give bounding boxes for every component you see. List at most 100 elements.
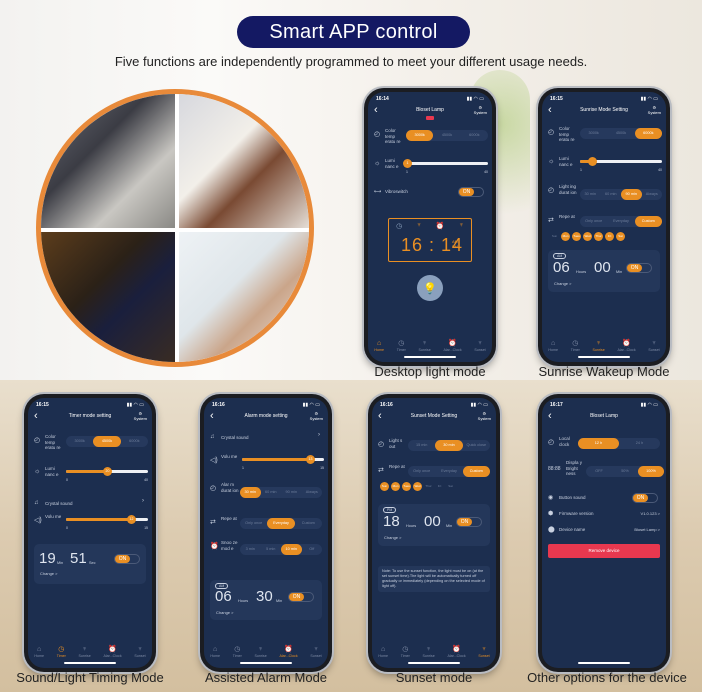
tab-home[interactable]: ⌂Home <box>34 646 44 658</box>
tab-timer[interactable]: ◷Timer <box>397 340 406 352</box>
tab-home[interactable]: ⌂Home <box>374 340 384 352</box>
duration-90[interactable]: 90 min <box>285 490 297 494</box>
color-temp-3000k[interactable]: 3000k <box>406 130 434 141</box>
repeat-custom[interactable]: Custom <box>462 466 490 477</box>
repeat-custom[interactable]: Custom <box>634 216 662 227</box>
alarm-toggle[interactable]: ON <box>288 592 314 602</box>
tab-timer[interactable]: ◷Timer <box>233 646 242 658</box>
back-icon[interactable]: ‹ <box>210 410 214 422</box>
tab-sunset[interactable]: ♆Sunset <box>478 646 489 658</box>
slider-knob[interactable]: 12 <box>127 515 136 524</box>
day-fri[interactable]: Fri <box>605 232 614 241</box>
day-fri[interactable]: Fri <box>437 484 442 488</box>
change-link[interactable]: Change > <box>554 281 572 286</box>
color-temp-4500k[interactable]: 4500k <box>615 131 627 135</box>
tab-home[interactable]: ⌂Home <box>548 340 558 352</box>
day-wed[interactable]: Wed <box>413 482 422 491</box>
tab-timer[interactable]: ◷Timer <box>401 646 410 658</box>
color-temp-3000k[interactable]: 3000k <box>588 131 599 135</box>
tab-timer[interactable]: ◷Timer <box>57 646 66 658</box>
day-sun[interactable]: Sun <box>380 482 389 491</box>
tab-alarm-clock[interactable]: ⏰Alar...Clock <box>279 646 297 658</box>
timer-toggle[interactable]: ON <box>114 554 140 564</box>
duration-60[interactable]: 60 min <box>605 192 617 196</box>
duration-60[interactable]: 60 min <box>265 490 277 494</box>
volume-slider[interactable]: 12 0 15 <box>66 515 148 530</box>
slider-knob[interactable]: 13 <box>306 455 315 464</box>
sunset-toggle[interactable]: ON <box>456 517 482 527</box>
color-temp-6000k[interactable]: 6000k <box>129 439 140 443</box>
system-button[interactable]: ⚙System <box>310 411 323 421</box>
volume-slider[interactable]: 13 1 15 <box>242 455 324 470</box>
brightness-100[interactable]: 100% <box>638 466 664 477</box>
snooze-off[interactable]: Off <box>309 547 315 551</box>
tab-sunset[interactable]: ♆Sunset <box>474 340 485 352</box>
tab-sunset[interactable]: ♆Sunset <box>648 340 659 352</box>
duration-always[interactable]: Always <box>305 490 318 494</box>
day-wed[interactable]: Wed <box>583 232 592 241</box>
luminance-slider[interactable]: 1 1 40 <box>403 159 488 174</box>
tab-sunrise[interactable]: ♆Sunrise <box>79 646 91 658</box>
repeat-once[interactable]: Only once <box>413 469 431 473</box>
change-link[interactable]: Change > <box>40 571 58 576</box>
tab-home[interactable]: ⌂Home <box>210 646 220 658</box>
day-sat[interactable]: Sat <box>616 232 625 241</box>
tab-timer[interactable]: ◷Timer <box>571 340 580 352</box>
duration-always[interactable]: Always <box>645 192 658 196</box>
day-mon[interactable]: Mon <box>561 232 570 241</box>
slider-knob[interactable]: 20 <box>103 467 112 476</box>
back-icon[interactable]: ‹ <box>548 410 552 422</box>
snooze-5[interactable]: 5 min <box>266 547 276 551</box>
snooze-10[interactable]: 10 min <box>281 544 302 555</box>
tab-sunrise[interactable]: ♆Sunrise <box>423 646 435 658</box>
sunrise-toggle[interactable]: ON <box>626 263 652 273</box>
change-link[interactable]: Change > <box>384 535 402 540</box>
snooze-3[interactable]: 3 min <box>245 547 255 551</box>
day-sat[interactable]: Sat <box>448 484 453 488</box>
tab-sunrise[interactable]: ♆Sunrise <box>419 340 431 352</box>
repeat-once[interactable]: Only once <box>245 521 263 525</box>
tab-sunrise[interactable]: ♆Sunrise <box>593 340 605 352</box>
day-thur[interactable]: Thur <box>425 484 432 488</box>
day-mon[interactable]: Mon <box>391 482 400 491</box>
tab-sunrise[interactable]: ♆Sunrise <box>255 646 267 658</box>
tab-alarm-clock[interactable]: ⏰Alar...Clock <box>103 646 121 658</box>
back-icon[interactable]: ‹ <box>374 104 378 116</box>
duration-30[interactable]: 30 min <box>584 192 596 196</box>
button-sound-toggle[interactable]: ON <box>632 493 658 503</box>
day-sun[interactable]: Sun <box>551 234 558 238</box>
sound-row[interactable]: ♫ Crystal sound › <box>210 432 322 444</box>
color-temp-6000k[interactable]: 6000k <box>469 133 480 137</box>
day-tues[interactable]: Tues <box>572 232 581 241</box>
system-button[interactable]: ⚙System <box>134 411 147 421</box>
duration-90[interactable]: 90 min <box>621 189 642 200</box>
system-button[interactable]: ⚙System <box>474 105 487 115</box>
brightness-off[interactable]: OFF <box>595 469 603 473</box>
color-temp-3000k[interactable]: 3000k <box>74 439 85 443</box>
repeat-once[interactable]: Only once <box>585 219 603 223</box>
system-button[interactable]: ⚙System <box>478 411 491 421</box>
tab-sunset[interactable]: ♆Sunset <box>134 646 145 658</box>
repeat-everyday[interactable]: Everyday <box>267 518 295 529</box>
back-icon[interactable]: ‹ <box>34 410 38 422</box>
back-icon[interactable]: ‹ <box>378 410 382 422</box>
duration-30[interactable]: 30 min <box>240 487 261 498</box>
color-temp-4500k[interactable]: 4500k <box>93 436 121 447</box>
clock-12h[interactable]: 12 h <box>578 438 619 449</box>
tab-home[interactable]: ⌂Home <box>378 646 388 658</box>
repeat-everyday[interactable]: Everyday <box>441 469 457 473</box>
repeat-custom[interactable]: Custom <box>301 521 315 525</box>
luminance-slider[interactable]: 1 40 <box>580 157 662 172</box>
slider-knob[interactable]: 1 <box>403 159 412 168</box>
color-temp-4500k[interactable]: 4500k <box>441 133 453 137</box>
clock-24h[interactable]: 24 h <box>635 441 644 445</box>
light-bulb-button[interactable]: 💡 <box>417 275 443 301</box>
color-temp-6000k[interactable]: 6000k <box>634 128 662 139</box>
tab-alarm-clock[interactable]: ⏰Alar...Clock <box>617 340 635 352</box>
tab-alarm-clock[interactable]: ⏰Alar...Clock <box>447 646 465 658</box>
tab-sunset[interactable]: ♆Sunset <box>310 646 321 658</box>
repeat-everyday[interactable]: Everyday <box>613 219 629 223</box>
change-link[interactable]: Change > <box>216 610 234 615</box>
lights-out-30[interactable]: 30 min <box>435 440 463 451</box>
lights-out-quick[interactable]: Quick close <box>466 443 487 447</box>
